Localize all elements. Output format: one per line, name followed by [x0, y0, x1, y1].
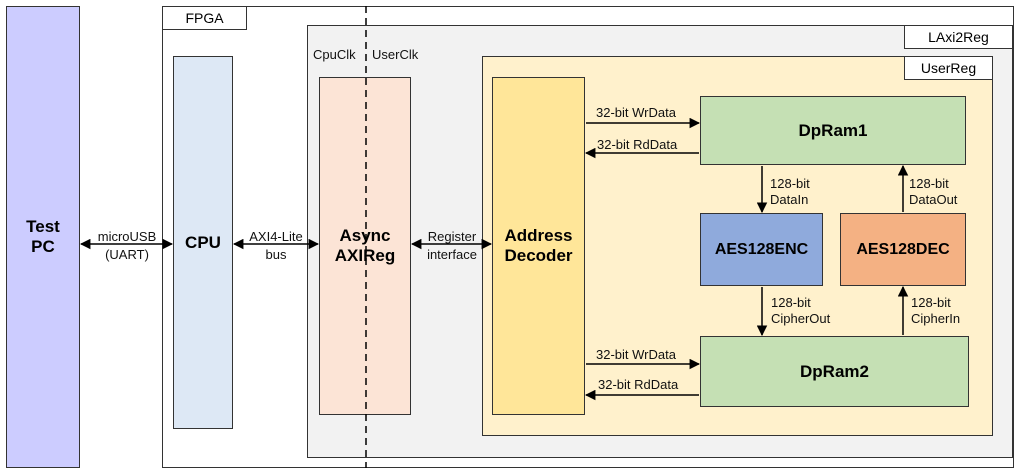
- dataout-line1: 128-bit: [909, 176, 949, 191]
- fpga-label: FPGA: [185, 10, 224, 26]
- aes128dec-label: AES128DEC: [856, 240, 950, 258]
- link-pc-cpu-line2: (UART): [105, 247, 149, 262]
- cipherout-line2: CipherOut: [771, 311, 831, 326]
- fpga-tag: FPGA: [162, 6, 247, 30]
- test-pc-block: Test PC: [6, 6, 80, 468]
- datain-label: 128-bit DataIn: [770, 176, 810, 208]
- laxi2reg-tag: LAxi2Reg: [904, 25, 1013, 49]
- fpga-boundary: [162, 6, 1014, 468]
- link-pc-cpu-label: microUSB (UART): [84, 229, 170, 262]
- aes128enc-label: AES128ENC: [714, 240, 809, 258]
- link-cpu-axi-line2: bus: [265, 247, 287, 262]
- dataout-line2: DataOut: [909, 192, 958, 207]
- rddata1-label: 32-bit RdData: [597, 137, 678, 152]
- cipherin-label: 128-bit CipherIn: [911, 295, 960, 327]
- address-decoder-line1: Address: [504, 226, 573, 245]
- cipherin-line2: CipherIn: [911, 311, 961, 326]
- link-axi-decoder-line1: Register: [427, 229, 477, 244]
- dpram2-label: DpRam2: [800, 361, 869, 381]
- async-axireg-block: Async AXIReg: [319, 77, 411, 415]
- userreg-tag: UserReg: [904, 56, 993, 80]
- cpu-label: CPU: [185, 232, 221, 252]
- dpram2-block: DpRam2: [700, 336, 969, 407]
- async-axireg-line2: AXIReg: [334, 246, 396, 265]
- link-pc-cpu-line1: microUSB: [97, 229, 157, 244]
- test-pc-label-line1: Test: [26, 217, 60, 236]
- test-pc-label-line2: PC: [31, 237, 55, 256]
- datain-line2: DataIn: [770, 192, 809, 207]
- cipherout-label: 128-bit CipherOut: [771, 295, 830, 327]
- datain-line1: 128-bit: [770, 176, 810, 191]
- address-decoder-line2: Decoder: [504, 246, 573, 265]
- dpram1-block: DpRam1: [700, 96, 966, 165]
- laxi2reg-label: LAxi2Reg: [928, 29, 989, 45]
- userclk-label: UserClk: [372, 47, 419, 62]
- dataout-label: 128-bit DataOut: [909, 176, 957, 208]
- link-cpu-axi-label: AXI4-Lite bus: [236, 229, 316, 262]
- rddata2-label: 32-bit RdData: [598, 377, 679, 392]
- link-axi-decoder-label: Register interface: [414, 229, 490, 262]
- address-decoder-block: Address Decoder: [492, 77, 585, 415]
- cpuclk-label: CpuClk: [313, 47, 356, 62]
- link-axi-decoder-line2: interface: [427, 247, 477, 262]
- wrdata2-label: 32-bit WrData: [596, 347, 676, 362]
- aes128dec-block: AES128DEC: [840, 213, 966, 286]
- link-cpu-axi-line1: AXI4-Lite: [249, 229, 303, 244]
- userreg-label: UserReg: [920, 60, 977, 76]
- async-axireg-line1: Async: [339, 226, 391, 245]
- wrdata1-label: 32-bit WrData: [596, 105, 676, 120]
- cpu-block: CPU: [173, 56, 233, 429]
- cipherin-line1: 128-bit: [911, 295, 951, 310]
- dpram1-label: DpRam1: [798, 120, 868, 140]
- aes128enc-block: AES128ENC: [700, 213, 823, 286]
- cipherout-line1: 128-bit: [771, 295, 811, 310]
